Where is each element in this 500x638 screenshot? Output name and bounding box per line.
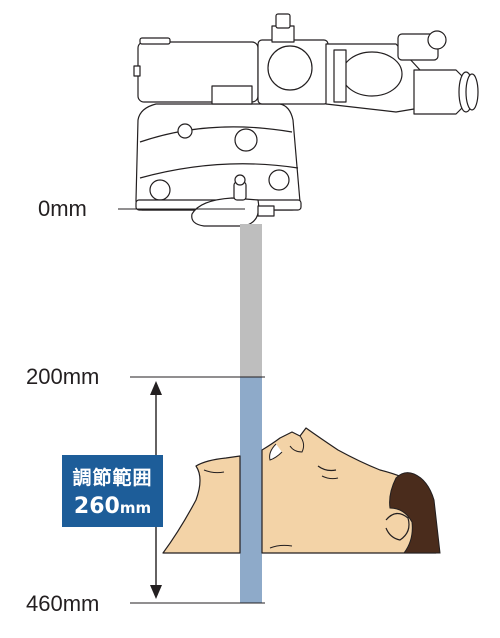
badge-value-line: 260mm [62, 494, 163, 519]
badge-unit: mm [119, 499, 152, 517]
badge-title: 調節範囲 [72, 467, 153, 489]
patient-illustration [162, 427, 441, 554]
objective-holder [191, 197, 260, 227]
fixed-distance-bar [240, 224, 262, 377]
label-0mm: 0mm [38, 196, 87, 221]
adjustment-range-bar [240, 377, 262, 603]
patient-hair [389, 472, 441, 554]
label-460mm: 460mm [26, 591, 99, 616]
patient-face [162, 455, 241, 554]
adjustment-range-badge: 調節範囲 260mm [62, 455, 163, 527]
microscope-illustration [133, 13, 479, 227]
badge-value: 260 [73, 494, 120, 519]
label-200mm: 200mm [26, 364, 99, 389]
